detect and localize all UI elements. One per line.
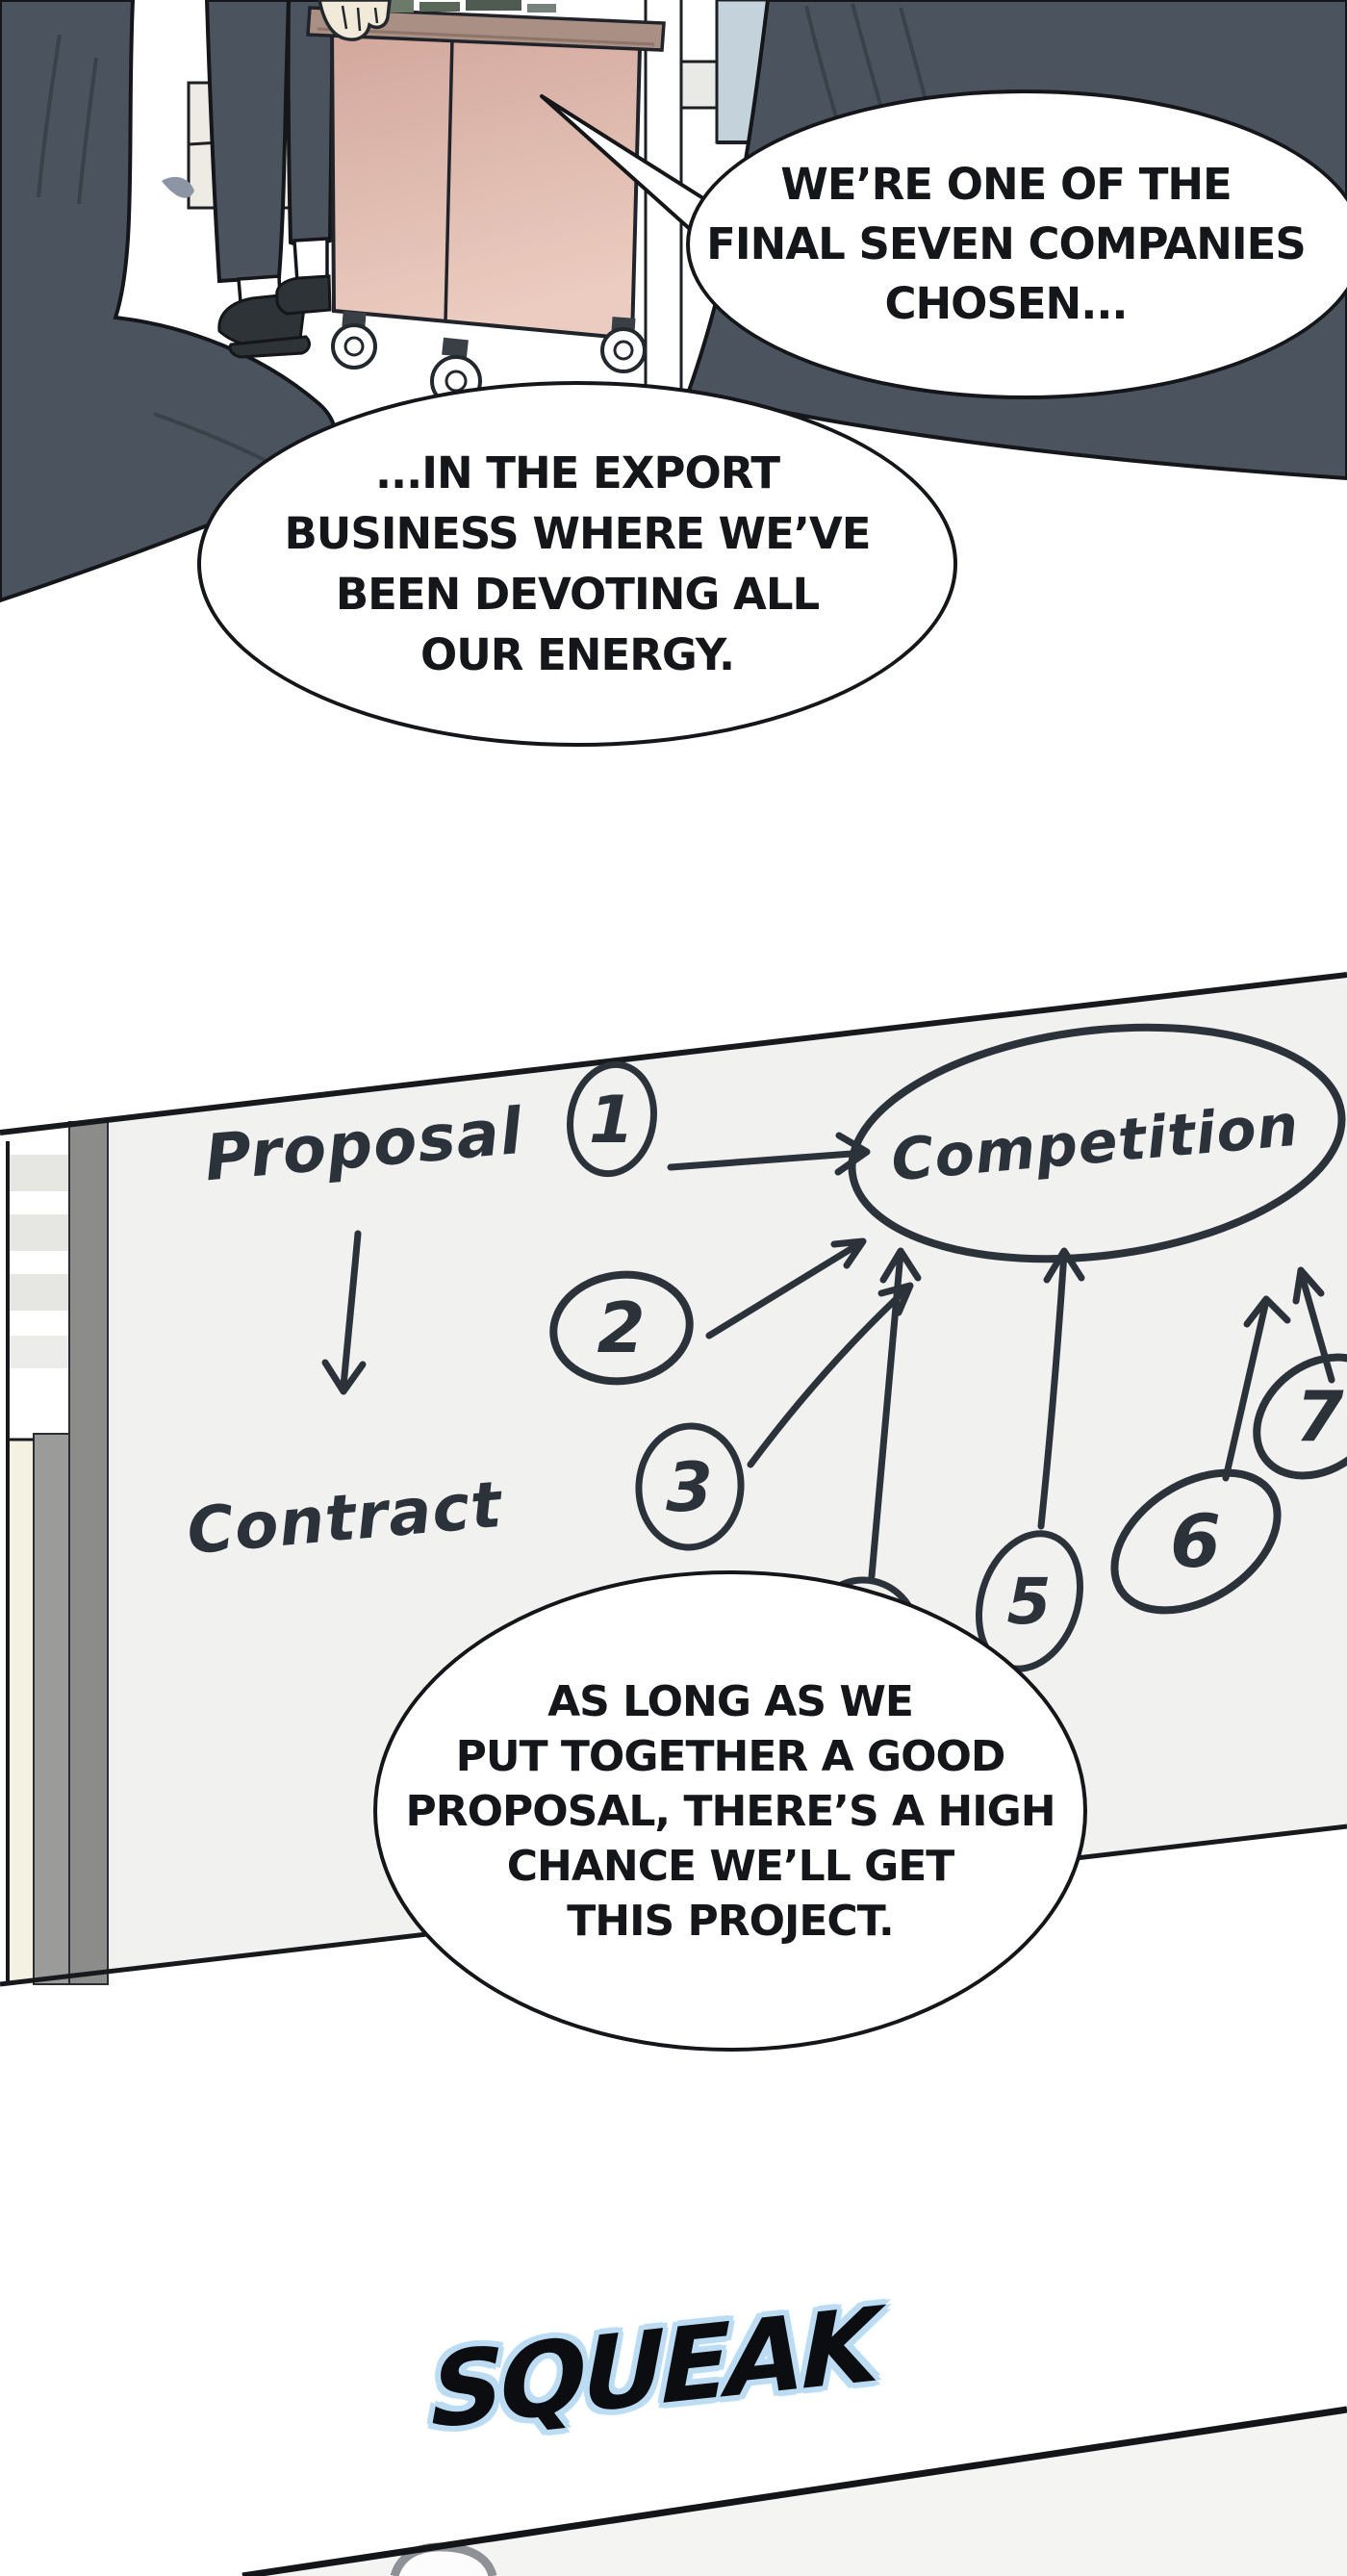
circle-7 (1253, 1353, 1347, 1480)
arrow-6-to-competition (1222, 1295, 1291, 1482)
arrow-proposal-to-contract (321, 1230, 367, 1395)
number-5: 5 (1007, 1565, 1053, 1639)
bubble-text-line: FINAL SEVEN COMPANIES (706, 218, 1307, 269)
circle-3 (635, 1422, 745, 1551)
slide-sandal-right (275, 274, 332, 316)
office-cart (306, 0, 666, 407)
bubble-text-line: PROPOSAL, THERE’S A HIGH (405, 1786, 1055, 1836)
speech-bubble-2: ...IN THE EXPORT BUSINESS WHERE WE’VE BE… (197, 381, 957, 747)
cart-top-board (306, 6, 666, 52)
circle-6 (1110, 1468, 1282, 1615)
bubble-text-line: CHOSEN... (884, 278, 1128, 329)
left-wall-strip (6, 1121, 109, 1985)
bubble-text-line: THIS PROJECT. (567, 1896, 895, 1946)
bubble-text-line: BEEN DEVOTING ALL (335, 569, 820, 620)
bubble-text-line: PUT TOGETHER A GOOD (455, 1731, 1006, 1781)
arrow-2-to-competition (705, 1237, 867, 1339)
standing-legs (204, 0, 336, 359)
number-7: 7 (1295, 1376, 1344, 1457)
competition-oval (848, 1023, 1346, 1263)
arrow-7-to-competition (1292, 1266, 1335, 1384)
number-2: 2 (597, 1288, 646, 1368)
circle-1 (567, 1060, 657, 1178)
arrow-1-to-competition (667, 1132, 871, 1176)
items-on-cart (385, 0, 556, 13)
bubble-text-line: WE’RE ONE OF THE (780, 159, 1233, 210)
bubble-text-line: OUR ENERGY. (419, 629, 735, 680)
arrow-3-to-competition (747, 1282, 914, 1468)
caster-wheel-3 (600, 317, 647, 373)
speech-bubble-3: AS LONG AS WE PUT TOGETHER A GOOD PROPOS… (373, 1570, 1087, 2052)
bubble-text-line: BUSINESS WHERE WE’VE (284, 508, 872, 559)
next-panel-edge (241, 2406, 1347, 2576)
whiteboard-top-edge (0, 972, 1347, 1135)
panel-divider-line (241, 2406, 1347, 2576)
bubble-text-line: AS LONG AS WE (547, 1676, 914, 1726)
arrow-5-to-competition (1037, 1247, 1085, 1530)
bubble-text-line: CHANCE WE’LL GET (506, 1841, 955, 1891)
bubble-text-line: ...IN THE EXPORT (374, 447, 780, 498)
arrow-4-to-competition (868, 1247, 922, 1580)
circle-2 (549, 1270, 694, 1386)
speech-bubble-1: WE’RE ONE OF THE FINAL SEVEN COMPANIES C… (686, 89, 1347, 399)
caster-wheel-1 (331, 310, 377, 370)
hand-on-cart (318, 0, 392, 41)
number-6: 6 (1170, 1498, 1222, 1584)
number-3: 3 (666, 1448, 714, 1527)
foreground-legs (0, 0, 338, 603)
number-1: 1 (589, 1083, 635, 1159)
